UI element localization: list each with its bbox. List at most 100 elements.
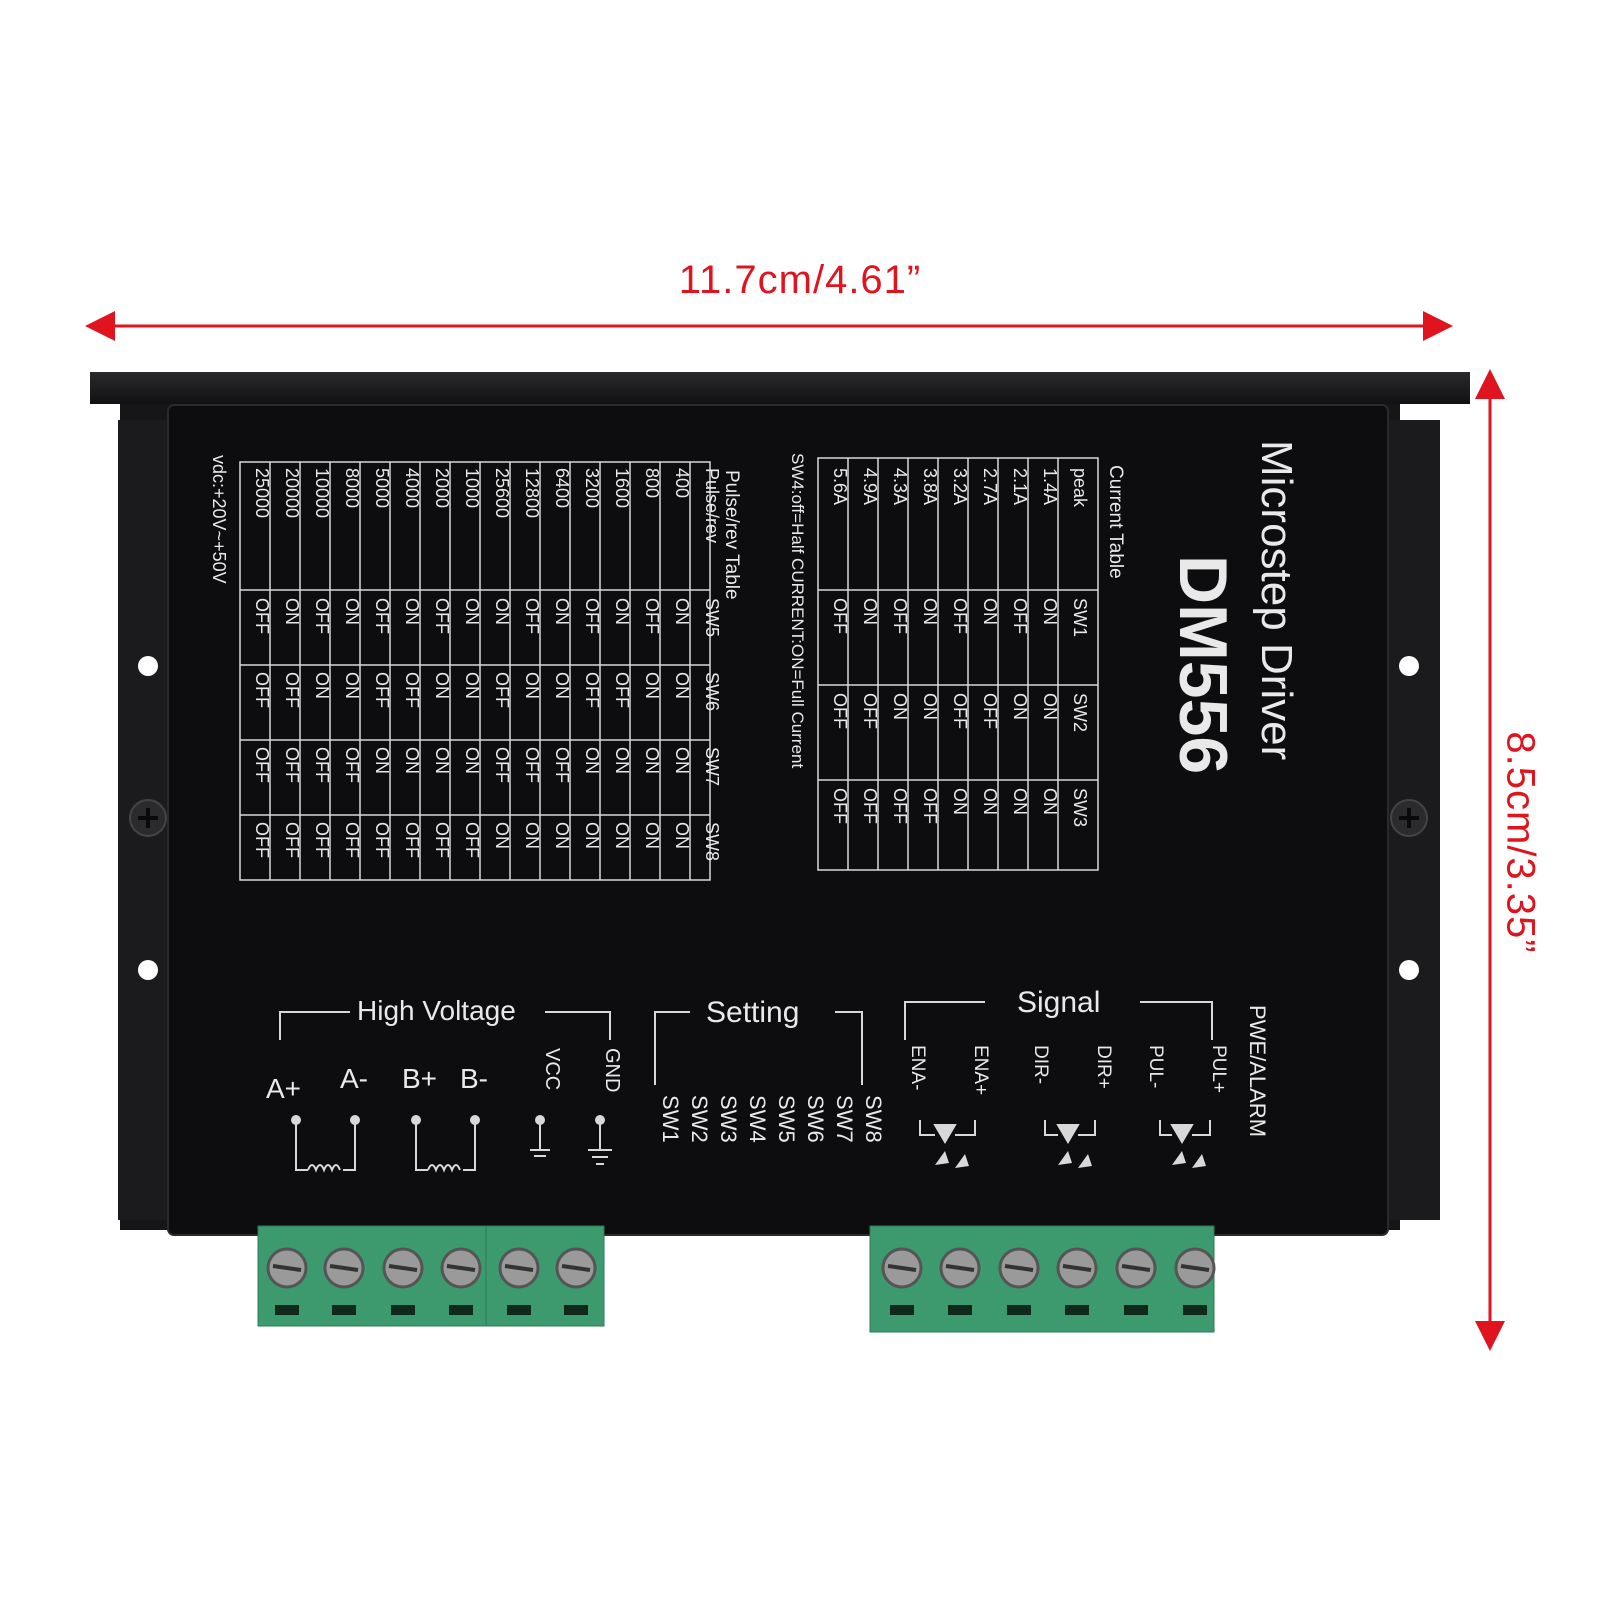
pulse-table-cell: OFF: [522, 747, 542, 783]
pulse-table-cell: OFF: [552, 747, 572, 783]
pulse-table-cell: ON: [522, 822, 542, 849]
wire-slot: [1065, 1305, 1089, 1315]
pulse-table-cell: ON: [552, 598, 572, 625]
current-table-cell: 4.3A: [890, 468, 910, 505]
pulse-table-cell: ON: [492, 822, 512, 849]
current-table-cell: ON: [980, 788, 1000, 815]
pulse-table-cell: OFF: [432, 822, 452, 858]
coil-symbols: [291, 1115, 612, 1173]
pulse-table-header: SW8: [702, 822, 722, 861]
current-table-cell: 4.9A: [860, 468, 880, 505]
pulse-table-cell: ON: [552, 672, 572, 699]
pulse-table-caption: Pulse/rev Table: [721, 470, 742, 600]
signal-pin-label: PUL-: [1145, 1045, 1166, 1088]
pulse-table-cell: 1600: [612, 468, 632, 508]
driver-title: Microstep Driver: [1252, 440, 1301, 760]
pulse-table-cell: OFF: [342, 822, 362, 858]
current-table-header: SW2: [1070, 693, 1090, 732]
pulse-table-cell: ON: [462, 598, 482, 625]
pulse-table-cell: OFF: [342, 747, 362, 783]
current-table-cell: OFF: [980, 693, 1000, 729]
driver-model: DM556: [1165, 555, 1241, 774]
led-symbols: [919, 1120, 1211, 1144]
current-table-cell: OFF: [950, 598, 970, 634]
pulse-table-cell: ON: [492, 598, 512, 625]
signal-pin-label: DIR+: [1093, 1045, 1114, 1089]
pulse-table-cell: 8000: [342, 468, 362, 508]
pulse-table-cell: ON: [312, 672, 332, 699]
pulse-table-cell: ON: [582, 747, 602, 774]
pulse-table-header: SW5: [702, 598, 722, 637]
pulse-table-cell: ON: [582, 822, 602, 849]
current-table-cell: ON: [860, 598, 880, 625]
pulse-table-cell: OFF: [402, 822, 422, 858]
pulse-table-grid: [239, 461, 711, 881]
mount-hole: [1399, 960, 1419, 980]
current-table-cell: ON: [920, 598, 940, 625]
pulse-table-cell: OFF: [522, 598, 542, 634]
signal-label: Signal: [1017, 986, 1100, 1019]
led-arrows: [935, 1151, 1206, 1168]
pulse-table-cell: ON: [402, 747, 422, 774]
pulse-table-cell: ON: [432, 672, 452, 699]
front-panel: [167, 404, 1389, 1236]
pulse-table-cell: OFF: [252, 672, 272, 708]
wire-slot: [564, 1305, 588, 1315]
pulse-table-cell: OFF: [402, 672, 422, 708]
current-table-cell: 3.2A: [950, 468, 970, 505]
current-table-cell: OFF: [1010, 598, 1030, 634]
pulse-table-cell: OFF: [252, 822, 272, 858]
pulse-table-cell: ON: [462, 672, 482, 699]
hv-pin-label: B+: [402, 1063, 437, 1094]
pulse-table-cell: 2000: [432, 468, 452, 508]
setting-switch-label: SW6: [803, 1095, 828, 1143]
hv-pin-label: VCC: [541, 1048, 563, 1090]
screw-slot: [1180, 1264, 1210, 1272]
pulse-table-cell: OFF: [492, 747, 512, 783]
pulse-table-cell: 10000: [312, 468, 332, 518]
pulse-table-cell: ON: [642, 672, 662, 699]
wire-slot: [948, 1305, 972, 1315]
current-table-cell: ON: [1010, 693, 1030, 720]
pulse-table-cell: ON: [672, 598, 692, 625]
width-dimension-label: 11.7cm/4.61”: [678, 258, 922, 302]
wire-slot: [507, 1305, 531, 1315]
wire-slot: [1124, 1305, 1148, 1315]
current-table-cell: OFF: [890, 788, 910, 824]
pulse-table-cell: ON: [642, 747, 662, 774]
pulse-table-cell: OFF: [282, 672, 302, 708]
current-table-header: SW1: [1070, 598, 1090, 637]
screw-slot: [561, 1264, 591, 1272]
mount-hole: [1399, 656, 1419, 676]
pulse-table-cell: 20000: [282, 468, 302, 518]
setting-switch-label: SW7: [832, 1095, 857, 1143]
current-table-cell: OFF: [950, 693, 970, 729]
screw-slot: [446, 1264, 476, 1272]
current-table-header: SW3: [1070, 788, 1090, 827]
screw-slot: [1121, 1264, 1151, 1272]
signal-pin-label: PUL+: [1208, 1045, 1229, 1093]
current-table-cell: ON: [920, 693, 940, 720]
wire-slot: [449, 1305, 473, 1315]
signal-pin-label: ENA+: [970, 1045, 991, 1095]
pulse-table-cell: OFF: [252, 598, 272, 634]
current-table-cell: 3.8A: [920, 468, 940, 505]
pulse-table-cell: 25600: [492, 468, 512, 518]
setting-switch-label: SW3: [716, 1095, 741, 1143]
pulse-table-cell: ON: [642, 822, 662, 849]
pulse-table-cell: ON: [612, 822, 632, 849]
pulse-table-cell: OFF: [372, 822, 392, 858]
pulse-table-cell: OFF: [252, 747, 272, 783]
wire-slot: [332, 1305, 356, 1315]
pulse-table-cell: OFF: [432, 598, 452, 634]
pulse-table-cell: OFF: [282, 747, 302, 783]
signal-pin-label: DIR-: [1030, 1045, 1051, 1084]
pulse-table-cell: OFF: [312, 822, 332, 858]
current-table-cell: 2.7A: [980, 468, 1000, 505]
pulse-table-cell: OFF: [282, 822, 302, 858]
screw-slot: [1062, 1264, 1092, 1272]
pulse-table-cell: ON: [342, 598, 362, 625]
hv-pin-label: GND: [601, 1048, 623, 1092]
